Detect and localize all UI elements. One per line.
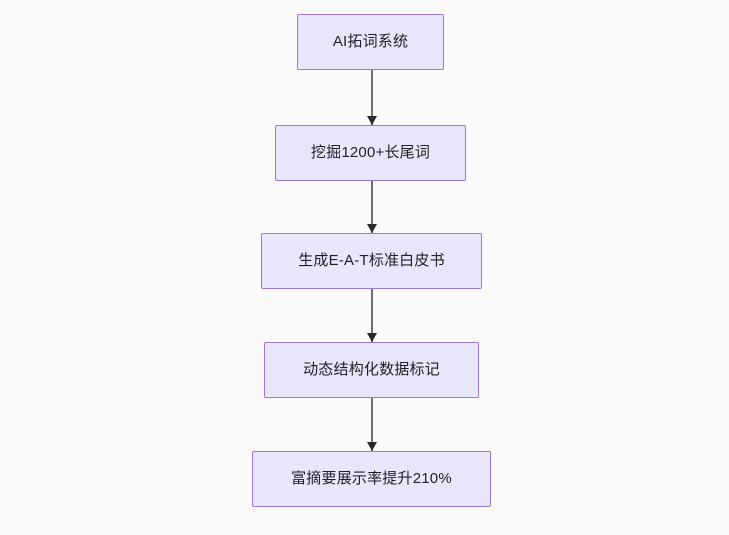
- flow-edge-1-to-2: [367, 70, 377, 125]
- edge-line: [371, 181, 373, 233]
- edge-line: [371, 289, 373, 342]
- flow-node-label: 挖掘1200+长尾词: [310, 144, 431, 161]
- flow-node-label: 生成E-A-T标准白皮书: [298, 252, 445, 269]
- edge-line: [371, 398, 373, 451]
- flow-node-ai-keyword-system[interactable]: AI拓词系统: [297, 14, 444, 70]
- arrowhead-icon: [367, 116, 377, 125]
- flow-node-label: AI拓词系统: [332, 33, 409, 50]
- arrowhead-icon: [367, 333, 377, 342]
- flow-node-label: 动态结构化数据标记: [303, 361, 440, 378]
- flow-node-mine-longtail-keywords[interactable]: 挖掘1200+长尾词: [275, 125, 466, 181]
- flow-edge-4-to-5: [367, 398, 377, 451]
- flow-node-dynamic-structured-data-markup[interactable]: 动态结构化数据标记: [264, 342, 479, 398]
- flow-edge-3-to-4: [367, 289, 377, 342]
- flow-node-rich-snippet-impression-lift[interactable]: 富摘要展示率提升210%: [252, 451, 491, 507]
- edge-line: [371, 70, 373, 125]
- arrowhead-icon: [367, 224, 377, 233]
- flow-node-generate-eat-whitepaper[interactable]: 生成E-A-T标准白皮书: [261, 233, 482, 289]
- flow-node-label: 富摘要展示率提升210%: [291, 470, 452, 487]
- arrowhead-icon: [367, 442, 377, 451]
- flow-edge-2-to-3: [367, 181, 377, 233]
